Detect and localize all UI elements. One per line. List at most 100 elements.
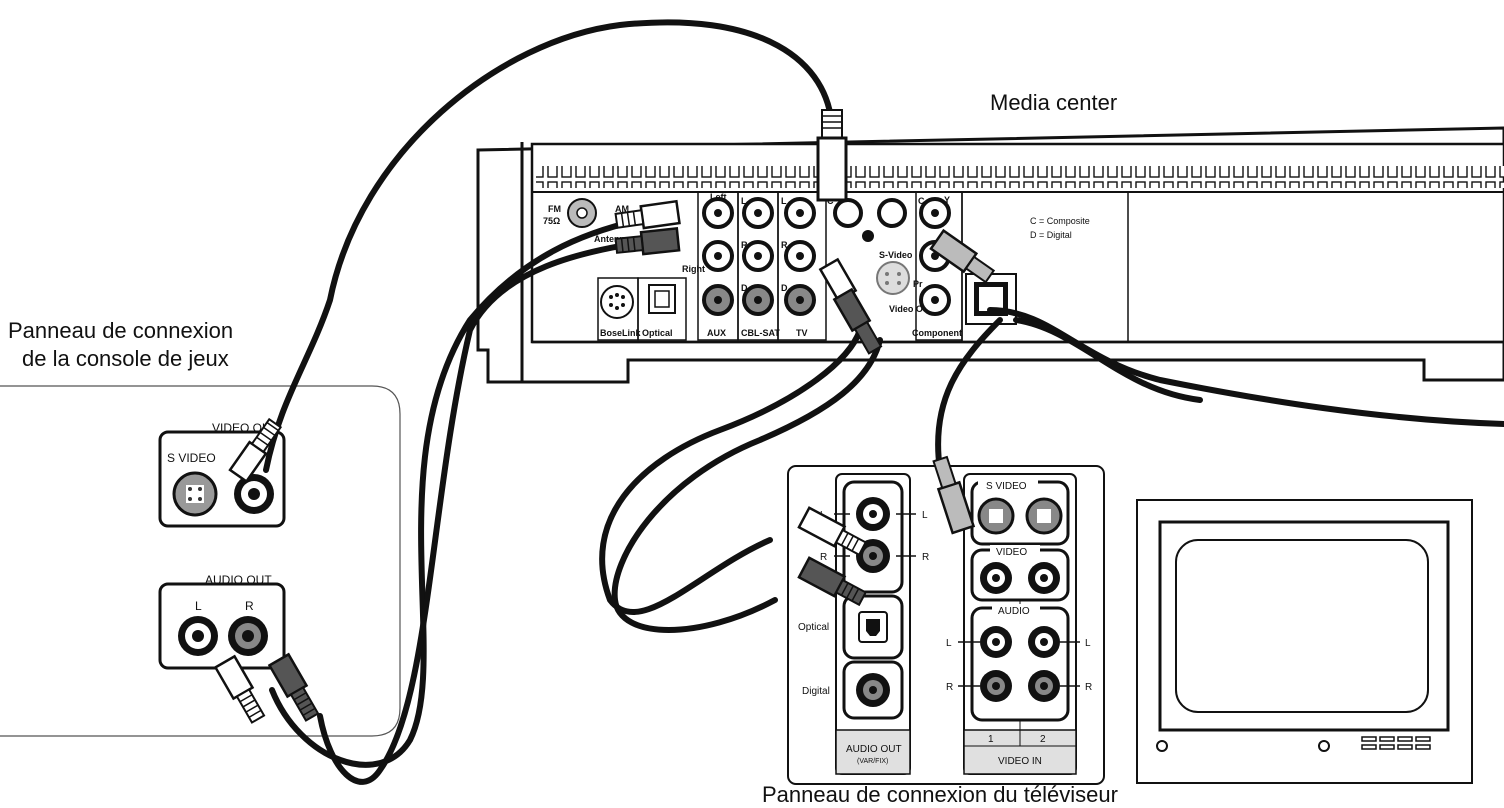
tv-out-r-label-right: R [922, 552, 929, 563]
media-center-unit: FM 75Ω AM Antennas Left Right L R D L R … [476, 126, 1504, 384]
cbl-d-label: D [741, 283, 748, 293]
audio-out-label: AUDIO OUT [205, 573, 272, 587]
console-svideo-jack [172, 471, 218, 517]
console-video-plug [228, 417, 283, 484]
aux-label: AUX [707, 328, 726, 338]
console-l-label: L [195, 599, 202, 613]
comp-y-label: Y [944, 195, 950, 205]
tv-audio-r1-jack [980, 670, 1012, 702]
component-pr-jack [919, 284, 951, 316]
tv-label: TV [796, 328, 808, 338]
cbl-l-label: L [741, 196, 747, 206]
tv-r-label: R [781, 240, 788, 250]
tv-audio-l2-jack [1028, 626, 1060, 658]
tv-optical-label: Optical [798, 622, 829, 633]
aux-left-jack [702, 197, 734, 229]
tv-out-l-label-right: L [922, 510, 928, 521]
legend-digital: D = Digital [1030, 230, 1072, 240]
cbl-r-label: R [741, 240, 748, 250]
tv-video-2-jack [1028, 562, 1060, 594]
tv-audio-r-label-left: R [946, 682, 953, 693]
tv-connection-panel: AUDIO OUT (VAR/FIX) L L R R Optical Digi… [787, 465, 1105, 785]
cbl-right-jack [742, 240, 774, 272]
console-audio-left-plug [213, 654, 266, 724]
cbl-digital-jack [742, 284, 774, 316]
video-out-label: Video OUT [889, 304, 935, 314]
tv-svideo-1-jack [977, 497, 1015, 535]
display-port [965, 273, 1017, 325]
console-video-jack [234, 474, 274, 514]
tv-audio-l1-jack [980, 626, 1012, 658]
video-composite-jack [833, 198, 863, 228]
tv-left-jack [784, 197, 816, 229]
media-center-aux-right-plug [614, 227, 681, 256]
tv-right-jack [784, 240, 816, 272]
tv-svideo-label: S VIDEO [986, 481, 1027, 492]
media-center-tv-right-plug [832, 287, 883, 355]
tv-digital-label: Digital [802, 686, 830, 697]
svideo-out-jack [876, 261, 910, 295]
aux-right-jack [702, 240, 734, 272]
game-console-caption-line1: Panneau de connexion [8, 318, 234, 343]
media-center-aux-left-plug [614, 199, 681, 230]
game-console-caption-line2: de la console de jeux [22, 346, 229, 371]
component-label: Component [912, 328, 962, 338]
tv-audio-l-label-right: L [1085, 638, 1091, 649]
tv-audio-out-right-jack [856, 539, 890, 573]
optical-label: Optical [642, 328, 673, 338]
boselink-port [600, 285, 634, 319]
antennas-label: Antennas [594, 234, 635, 244]
am-label: AM [615, 204, 629, 214]
component-c-jack [877, 198, 907, 228]
tv-video-in-label: VIDEO IN [998, 756, 1042, 767]
media-center-caption: Media center [990, 90, 1118, 115]
tv-digital-jack [784, 284, 816, 316]
tv-video-in-plug [932, 455, 976, 535]
right-label: Right [682, 264, 705, 274]
comp-c-label: C [918, 196, 925, 206]
fm-label: FM [548, 204, 561, 214]
tv-digital-jack [856, 673, 890, 707]
s-video-label: S VIDEO [167, 451, 216, 465]
tv-video-label: VIDEO [996, 547, 1027, 558]
tv-audio-out-left-plug [797, 506, 868, 557]
tv-out-r-label-left: R [820, 552, 827, 563]
media-center-video-plug [816, 109, 848, 202]
tv-audio-out-left-jack [856, 497, 890, 531]
comp-pr-label: Pr [913, 279, 923, 289]
console-audio-right-plug [267, 652, 320, 722]
fm-antenna-jack [567, 198, 597, 228]
tv-audio-r-label-right: R [1085, 682, 1092, 693]
legend-composite: C = Composite [1030, 216, 1090, 226]
cbl-left-jack [742, 197, 774, 229]
svideo-label: S-Video [879, 250, 913, 260]
video-indicator-dot [862, 230, 874, 242]
aux-digital-jack [702, 284, 734, 316]
tv-input-2-label: 2 [1040, 734, 1046, 745]
tv-audio-out-label: AUDIO OUT [846, 744, 902, 755]
tv-optical-port [858, 611, 888, 643]
tv-video-1-jack [980, 562, 1012, 594]
cbl-sat-label: CBL-SAT [741, 328, 780, 338]
tv-set [1136, 499, 1473, 784]
tv-audio-r2-jack [1028, 670, 1060, 702]
console-r-label: R [245, 599, 254, 613]
tv-d-label: D [781, 283, 788, 293]
component-y-jack [919, 197, 951, 229]
boselink-label: BoseLink [600, 328, 642, 338]
tv-audio-label: AUDIO [998, 606, 1030, 617]
tv-l-label: L [781, 196, 787, 206]
optical-port [648, 284, 676, 314]
tv-input-1-label: 1 [988, 734, 994, 745]
tv-panel-caption: Panneau de connexion du téléviseur [762, 782, 1118, 807]
console-audio-left-jack [178, 616, 218, 656]
console-audio-right-jack [228, 616, 268, 656]
media-center-component-plug [929, 228, 996, 284]
left-label: Left [710, 192, 727, 202]
tv-audio-l-label-left: L [946, 638, 952, 649]
tv-svideo-2-jack [1025, 497, 1063, 535]
cables [263, 19, 1504, 785]
fm-ohm-label: 75Ω [543, 216, 560, 226]
tv-audio-out-sub-label: (VAR/FIX) [857, 758, 888, 765]
